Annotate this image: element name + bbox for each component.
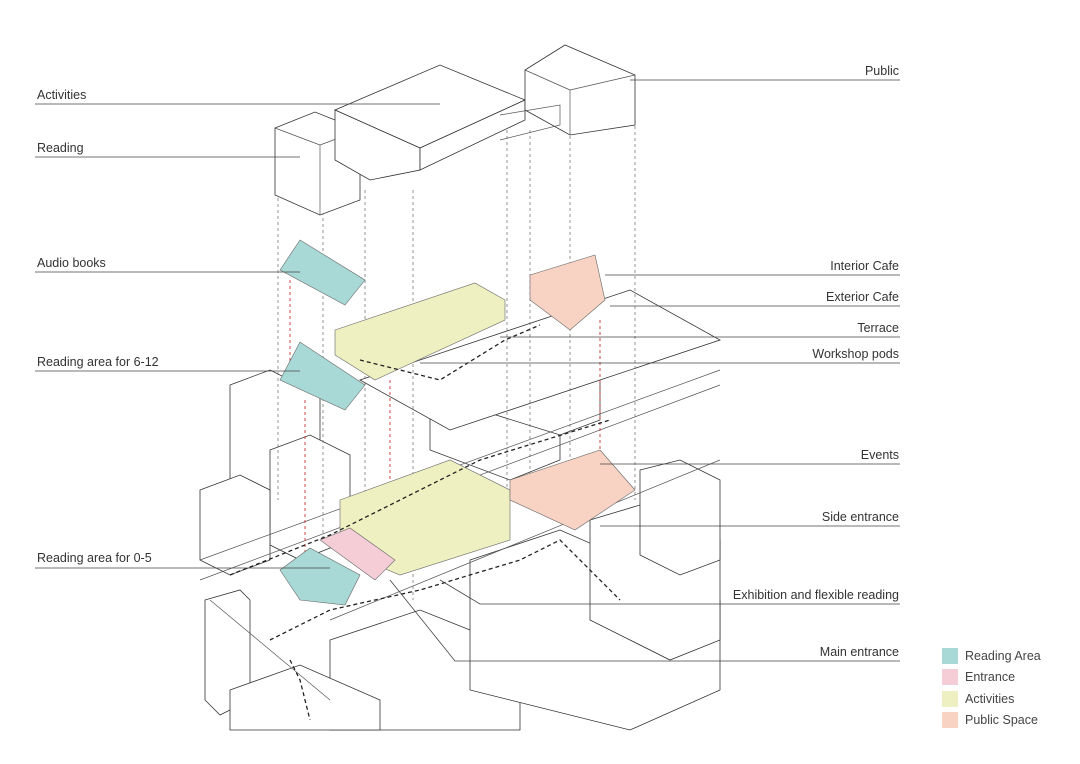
- cafe-plate: [529, 254, 606, 331]
- label-terrace: Terrace: [857, 321, 899, 335]
- legend: Reading Area Entrance Activities Public …: [942, 645, 1041, 731]
- events-plate: [509, 449, 636, 531]
- label-audio-books: Audio books: [37, 256, 106, 270]
- audio-books-plate: [279, 239, 366, 306]
- legend-label: Activities: [965, 691, 1015, 706]
- legend-swatch: [942, 690, 958, 707]
- legend-swatch: [942, 712, 958, 729]
- activities-plate: [334, 282, 506, 381]
- legend-item-activities: Activities: [942, 688, 1041, 710]
- label-reading: Reading: [37, 141, 84, 155]
- legend-label: Public Space: [965, 713, 1038, 728]
- legend-item-reading-area: Reading Area: [942, 645, 1041, 667]
- legend-swatch: [942, 669, 958, 686]
- building-volumes: [274, 44, 636, 216]
- label-reading-6-12: Reading area for 6-12: [37, 355, 159, 369]
- legend-label: Entrance: [965, 670, 1016, 685]
- leader-lines: [35, 79, 900, 662]
- label-workshop-pods: Workshop pods: [812, 347, 899, 361]
- label-exhibition: Exhibition and flexible reading: [732, 588, 899, 602]
- legend-swatch: [942, 647, 958, 664]
- legend-item-public-space: Public Space: [942, 710, 1041, 732]
- reading-0-5-plate: [279, 547, 361, 606]
- label-interior-cafe: Interior Cafe: [830, 259, 899, 273]
- entrance-plate: [319, 527, 396, 581]
- legend-item-entrance: Entrance: [942, 667, 1041, 689]
- reading-6-12-plate: [279, 341, 366, 411]
- label-activities: Activities: [37, 88, 87, 102]
- label-side-entrance: Side entrance: [821, 510, 899, 524]
- program-plates: [229, 239, 636, 721]
- label-main-entrance: Main entrance: [819, 645, 899, 659]
- city-context: [199, 289, 721, 731]
- label-reading-0-5: Reading area for 0-5: [37, 551, 152, 565]
- label-events: Events: [860, 448, 899, 462]
- label-exterior-cafe: Exterior Cafe: [826, 290, 899, 304]
- legend-label: Reading Area: [965, 648, 1041, 663]
- label-public: Public: [864, 64, 899, 78]
